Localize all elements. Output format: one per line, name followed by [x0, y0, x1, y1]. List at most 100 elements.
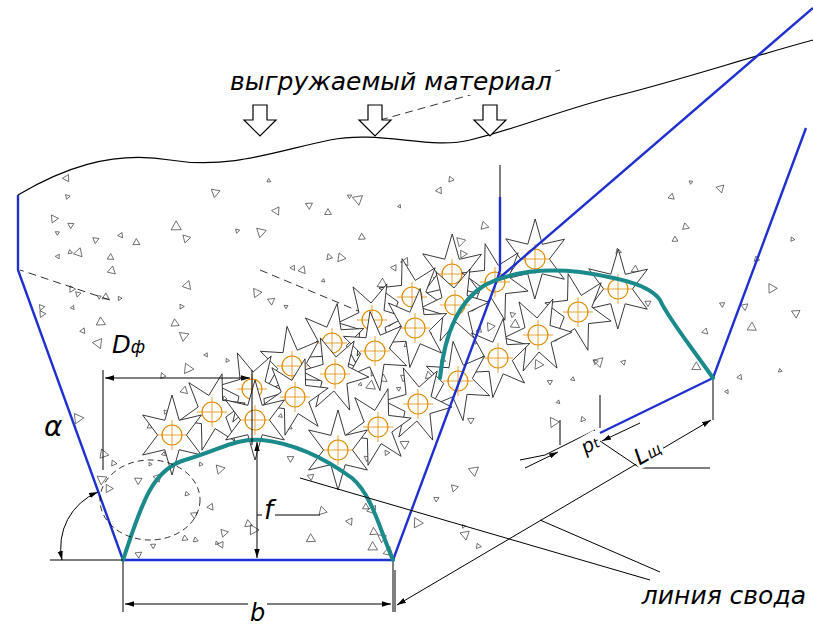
material-grain: [267, 298, 274, 305]
material-grain: [97, 296, 101, 299]
material-grain: [398, 205, 401, 208]
material-grain: [747, 322, 756, 330]
dimension-label: pt: [575, 430, 604, 459]
material-grain: [118, 233, 123, 238]
material-grain: [106, 484, 113, 492]
material-grain: [556, 400, 560, 404]
material-grain: [107, 266, 115, 274]
material-grain: [370, 527, 378, 534]
angle-label: α: [42, 412, 64, 442]
material-grain: [112, 460, 117, 466]
material-grain: [716, 185, 724, 193]
material-grain: [118, 296, 122, 300]
arch-line: [123, 271, 713, 560]
material-grain: [287, 457, 294, 463]
material-grain: [791, 237, 795, 241]
material-grain: [449, 176, 454, 182]
material-grain: [76, 292, 81, 297]
material-grain: [55, 254, 59, 258]
material-grain: [436, 187, 442, 194]
material-grain: [737, 374, 742, 379]
material-grain: [338, 253, 346, 262]
material-grain: [363, 503, 370, 509]
material-grain: [306, 534, 315, 542]
material-grain: [62, 175, 68, 182]
material-grain: [204, 353, 208, 357]
material-grain: [70, 305, 74, 309]
dimension-label: Dф: [110, 332, 147, 358]
material-grain: [171, 221, 181, 230]
material-grain: [645, 301, 651, 306]
material-grain: [55, 232, 59, 236]
material-grain: [702, 328, 708, 334]
material-grain: [535, 360, 544, 370]
material-grain: [769, 284, 777, 294]
material-grain: [207, 503, 213, 510]
material-grain: [346, 518, 353, 525]
material-grain: [397, 387, 401, 391]
material-grain: [510, 312, 515, 317]
material-grain: [683, 223, 690, 230]
material-grain: [298, 266, 305, 274]
material-grain: [468, 467, 478, 477]
material-grain: [792, 311, 801, 319]
material-grain: [182, 281, 190, 290]
material-grain: [481, 221, 489, 229]
material-grain: [185, 363, 194, 373]
material-grain: [476, 543, 481, 548]
material-grain: [366, 380, 376, 389]
material-grain: [305, 203, 312, 209]
material-grain: [151, 544, 156, 549]
dimension-label: b: [248, 600, 267, 626]
material-grain: [162, 452, 166, 456]
material-grain: [199, 462, 203, 466]
material-grain: [348, 195, 352, 199]
detail-circle: [100, 460, 200, 540]
material-grain: [290, 265, 295, 270]
star-blade: [309, 410, 368, 490]
material-grain: [66, 195, 71, 200]
material-grain: [468, 418, 475, 424]
material-grain: [368, 542, 378, 550]
material-surface: [18, 40, 813, 195]
material-grain: [216, 465, 225, 474]
dimension-label: f: [262, 496, 275, 524]
material-grain: [191, 513, 198, 519]
material-grain: [284, 305, 288, 309]
material-grain: [92, 339, 101, 349]
material-grain: [236, 229, 240, 233]
material-grain: [487, 323, 495, 332]
material-grain: [278, 414, 282, 418]
material-grain: [434, 497, 439, 502]
material-grain: [171, 319, 179, 326]
load-arrows: [244, 105, 506, 136]
material-grain: [692, 362, 701, 370]
material-grain: [217, 542, 223, 549]
material-speckles: [39, 175, 800, 559]
material-grain: [51, 215, 58, 223]
material-grain: [93, 238, 99, 244]
material-grain: [593, 358, 603, 368]
material-grain: [250, 525, 259, 535]
material-grain: [149, 462, 152, 466]
material-grain: [211, 189, 220, 197]
material-grain: [74, 414, 83, 424]
material-grain: [133, 239, 140, 245]
material-grain: [327, 254, 333, 260]
material-grain: [391, 265, 397, 271]
material-grain: [226, 358, 230, 362]
material-grain: [135, 478, 142, 485]
material-grain: [80, 328, 85, 334]
material-grain: [741, 304, 748, 311]
material-grain: [621, 360, 626, 365]
material-grain: [179, 333, 189, 342]
material-grain: [461, 250, 468, 258]
dimension-lines: [50, 370, 713, 612]
material-grain: [510, 319, 519, 327]
material-grain: [254, 288, 262, 297]
material-grain: [267, 179, 271, 183]
material-grain: [400, 441, 409, 449]
material-grain: [180, 386, 187, 393]
material-grain: [107, 254, 114, 260]
material-label: выгружаемый материал: [228, 68, 554, 95]
